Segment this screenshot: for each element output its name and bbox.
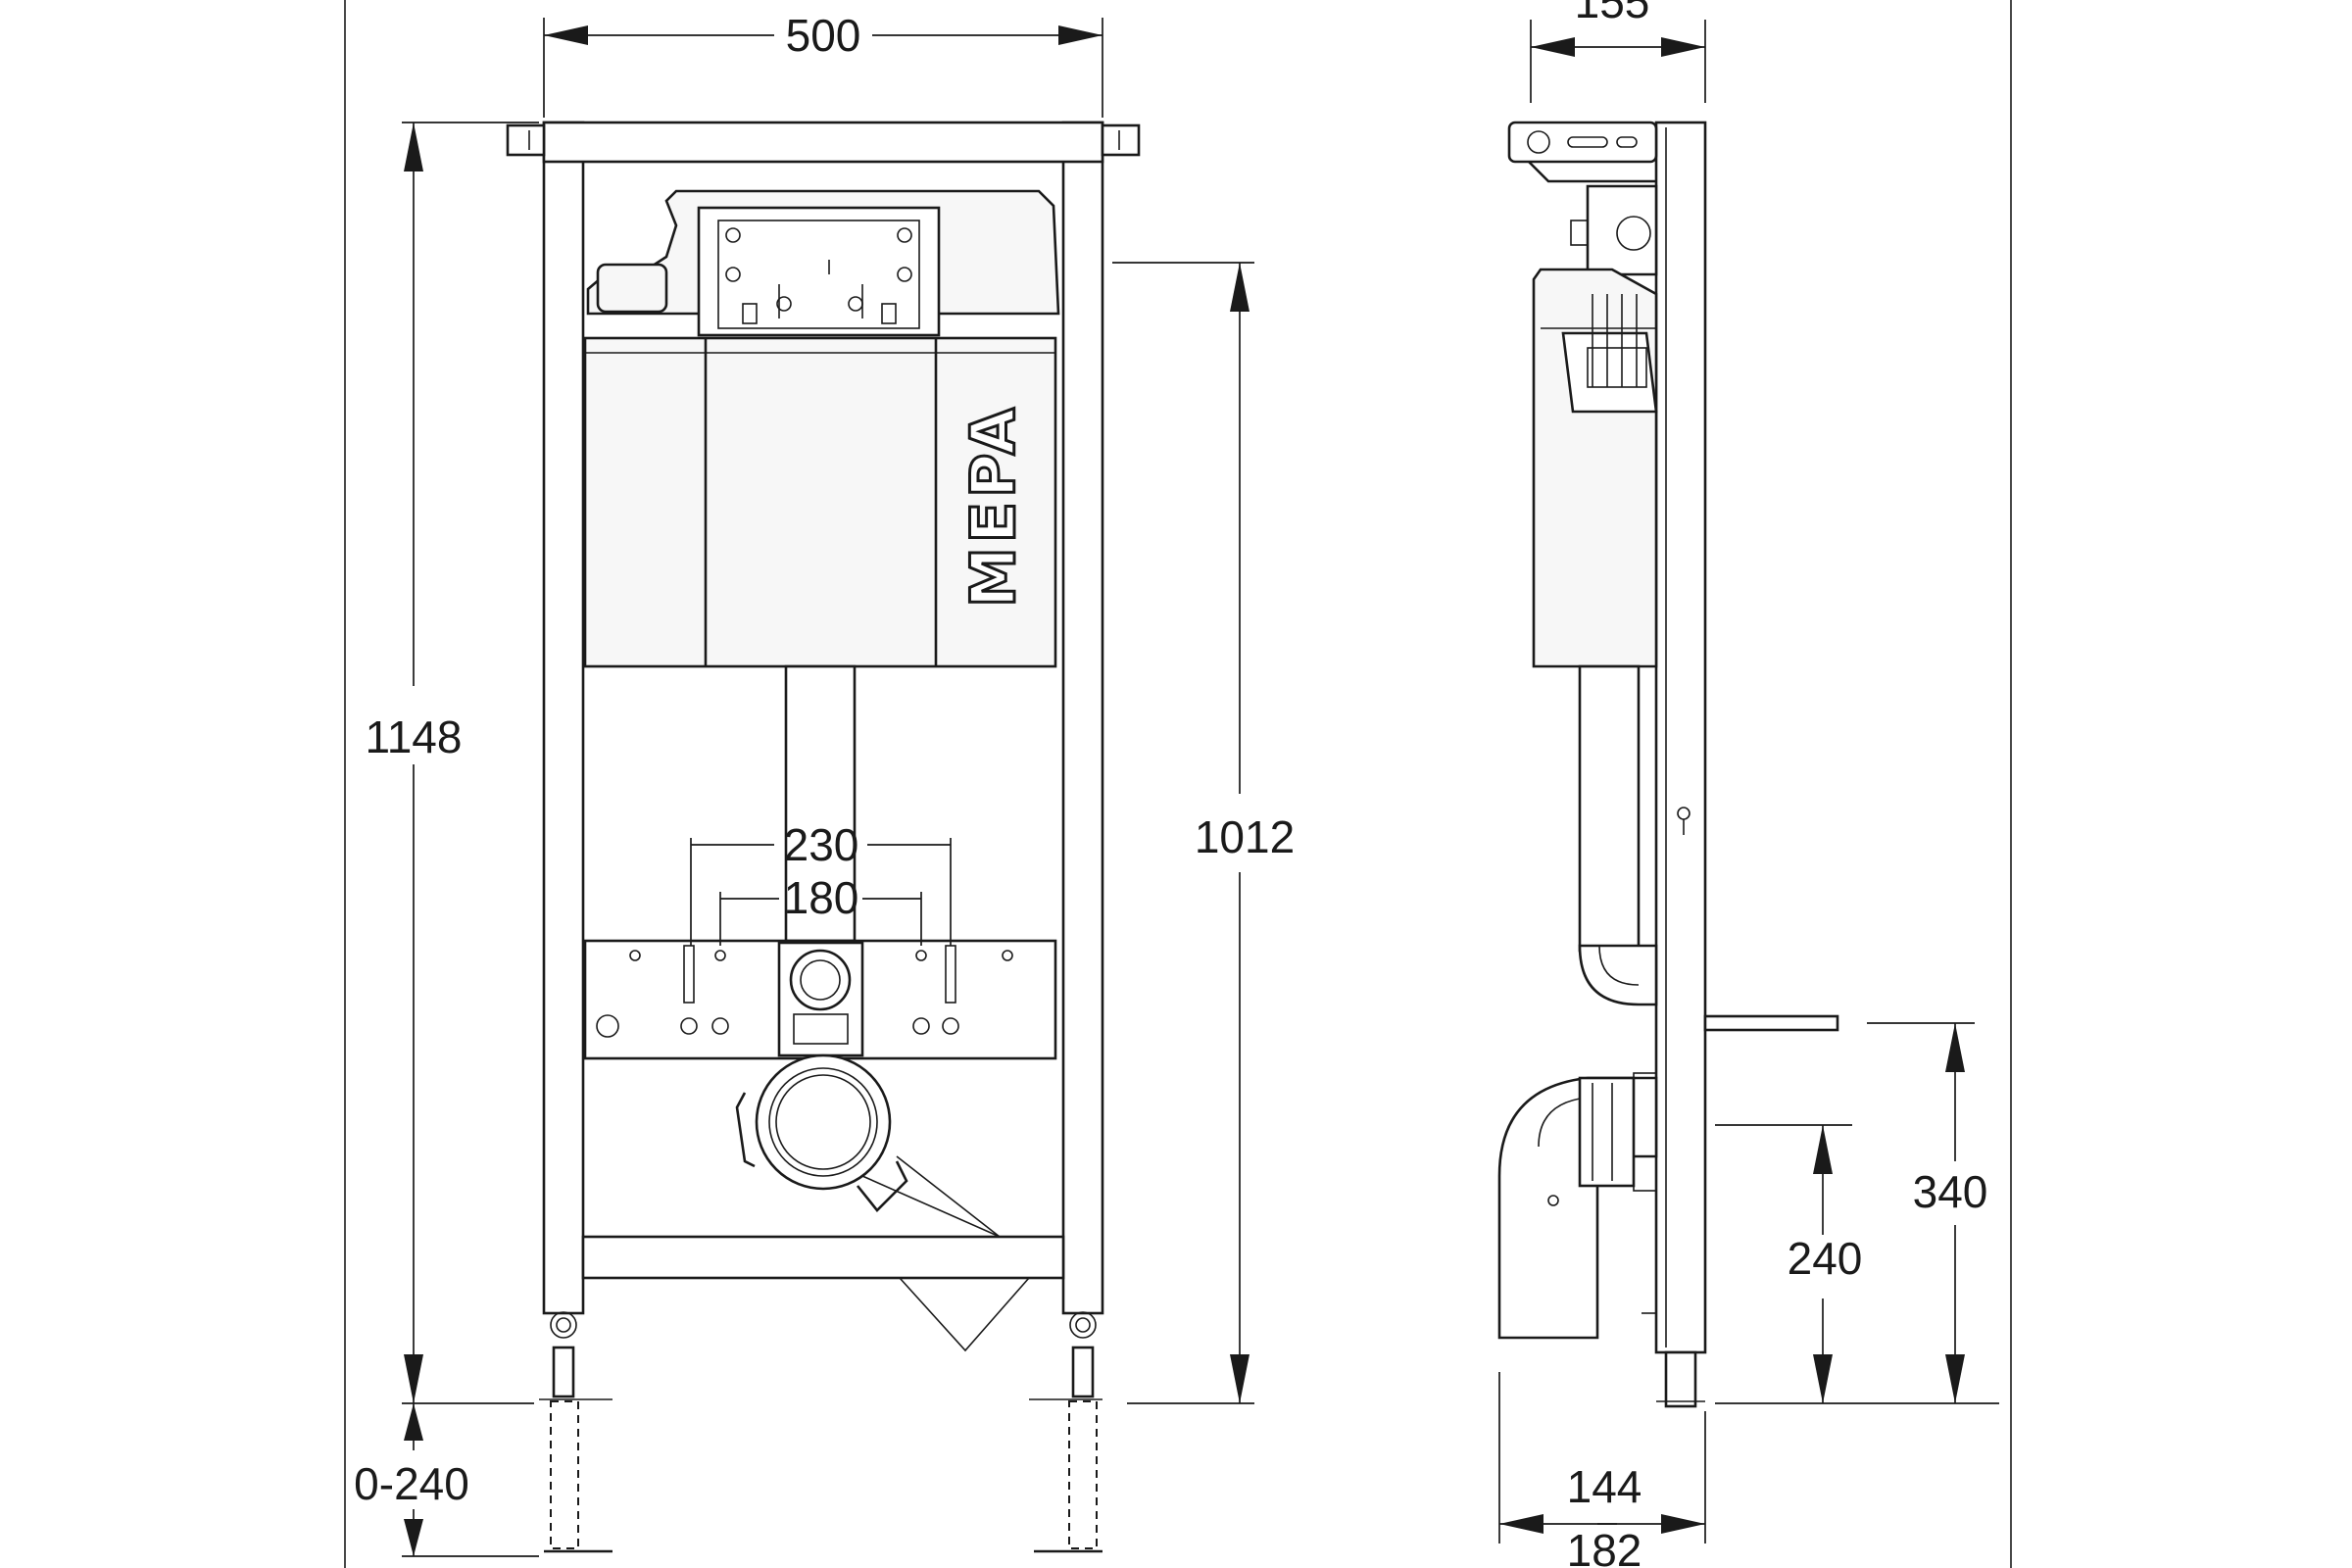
left-outer-bolt-hole	[680, 1017, 698, 1035]
side-waste-collar	[1578, 1076, 1636, 1188]
side-height-high-label: 340	[1913, 1166, 1988, 1217]
flush-pipe	[784, 664, 857, 943]
side-depth-max-label: 182	[1567, 1525, 1642, 1568]
top-rail	[542, 121, 1104, 164]
connection-inner-label: 180	[784, 872, 859, 923]
side-height-low-label: 240	[1788, 1233, 1863, 1284]
dimension-connection-outer: 230	[690, 819, 952, 946]
side-threaded-rod	[1703, 1014, 1839, 1032]
front-view: MEPA	[506, 121, 1141, 1553]
right-inner-bolt-hole	[912, 1017, 930, 1035]
left-outer-bolt-slot	[683, 945, 695, 1004]
side-foot	[1664, 1350, 1697, 1408]
dimension-side-height-low: 240	[1715, 1124, 1863, 1403]
dimension-front-foot-adjust: 0-240	[354, 1403, 539, 1557]
left-inner-bolt-hole	[711, 1017, 729, 1035]
dimension-connection-inner: 180	[719, 872, 922, 946]
dimension-front-width: 500	[543, 10, 1103, 118]
connection-outer-label: 230	[784, 819, 859, 870]
left-adjustable-foot	[539, 1311, 612, 1553]
side-valve-block	[1586, 184, 1658, 276]
left-wall-bracket	[506, 123, 546, 157]
dimension-front-height: 1148	[366, 122, 539, 1404]
right-outer-bolt-hole	[942, 1017, 959, 1035]
side-depth-min-label: 144	[1567, 1461, 1642, 1512]
bottom-rail	[581, 1235, 1065, 1280]
front-height-label: 1148	[366, 711, 463, 762]
mepa-logo: MEPA	[957, 404, 1029, 608]
cistern-inlet-housing	[596, 263, 668, 314]
side-view	[1497, 121, 1839, 1408]
side-width-top-label: 155	[1575, 0, 1650, 27]
front-foot-adjust-label: 0-240	[354, 1458, 469, 1509]
side-flush-elbow	[1578, 944, 1658, 1006]
flush-outlet-ring	[789, 949, 852, 1011]
right-adjustable-foot	[1029, 1311, 1102, 1553]
side-top-bracket	[1507, 121, 1658, 164]
dimension-front-inner-height: 1012	[1112, 262, 1295, 1404]
dimension-side-height-high: 340	[1715, 1022, 1999, 1404]
right-wall-bracket	[1101, 123, 1141, 157]
side-frame-profile	[1654, 121, 1707, 1354]
cistern-body	[583, 336, 1057, 668]
front-width-label: 500	[786, 10, 861, 61]
side-inlet-valve	[1561, 331, 1658, 414]
right-frame-post	[1061, 121, 1104, 1315]
left-frame-post	[542, 121, 585, 1315]
side-flush-pipe	[1578, 664, 1641, 953]
dimension-side-depth: 144 182	[1498, 1372, 1706, 1568]
front-inner-height-label: 1012	[1195, 811, 1295, 862]
dimension-side-width-top: 155	[1530, 0, 1706, 103]
flush-plate-opening	[697, 206, 941, 337]
